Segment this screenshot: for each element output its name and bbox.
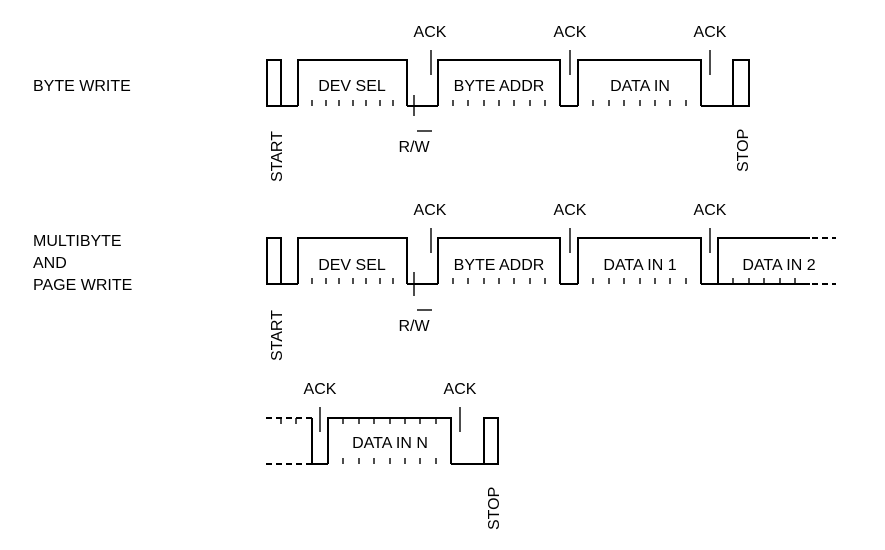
ack-label: ACK — [554, 24, 587, 41]
stop-bit — [483, 417, 499, 465]
byte-addr-field — [437, 237, 561, 284]
byte-addr-field — [437, 59, 561, 106]
data-in-1-field — [577, 237, 702, 284]
continuation-dashes — [266, 417, 312, 465]
ack-label: ACK — [414, 24, 447, 41]
page-write-label: PAGE WRITE — [33, 277, 132, 294]
byte-addr-label: BYTE ADDR — [454, 257, 545, 274]
dev-sel-label: DEV SEL — [318, 78, 386, 95]
rw-label: R/W — [398, 318, 430, 335]
data-in-2-ticks — [732, 278, 796, 284]
ack-label: ACK — [414, 202, 447, 219]
data-in-1-label: DATA IN 1 — [603, 257, 676, 274]
stop-label: STOP — [735, 129, 752, 172]
byte-addr-label: BYTE ADDR — [454, 78, 545, 95]
ack-label: ACK — [444, 381, 477, 398]
byte-addr-ticks — [452, 100, 546, 106]
dev-sel-ticks — [311, 278, 394, 284]
ack-label: ACK — [694, 202, 727, 219]
dev-sel-field — [297, 59, 408, 106]
byte-addr-ticks — [452, 278, 546, 284]
page-write-continuation-frame: ACK ACK DATA IN N STOP — [266, 381, 503, 530]
ack-label: ACK — [304, 381, 337, 398]
data-in-ticks — [592, 100, 687, 106]
multibyte-label: MULTIBYTE — [33, 233, 122, 250]
start-bit — [266, 237, 282, 285]
data-in-field — [577, 59, 702, 106]
start-label: START — [269, 310, 286, 361]
data-in-1-ticks — [592, 278, 687, 284]
data-in-n-ticks — [342, 418, 437, 464]
data-in-n-label: DATA IN N — [352, 435, 428, 452]
data-in-2-field — [717, 237, 810, 284]
start-label: START — [269, 131, 286, 182]
byte-write-frame: DEV SEL BYTE ADDR DATA IN ACK ACK ACK R/… — [266, 24, 752, 182]
continuation-ticks — [280, 418, 297, 424]
stop-label: STOP — [486, 487, 503, 530]
dev-sel-label: DEV SEL — [318, 257, 386, 274]
ack-label: ACK — [554, 202, 587, 219]
and-label: AND — [33, 255, 67, 272]
multibyte-write-frame: DEV SEL BYTE ADDR DATA IN 1 DATA IN 2 AC… — [266, 202, 836, 361]
byte-write-label: BYTE WRITE — [33, 78, 131, 95]
ack-label: ACK — [694, 24, 727, 41]
data-in-label: DATA IN — [610, 78, 670, 95]
start-bit — [266, 59, 282, 107]
continuation-dashes — [812, 237, 836, 285]
prev-byte-end — [311, 418, 328, 465]
rw-label: R/W — [398, 139, 430, 156]
dev-sel-field — [297, 237, 408, 284]
stop-bit — [732, 59, 750, 107]
data-in-2-label: DATA IN 2 — [742, 257, 815, 274]
dev-sel-ticks — [311, 100, 394, 106]
